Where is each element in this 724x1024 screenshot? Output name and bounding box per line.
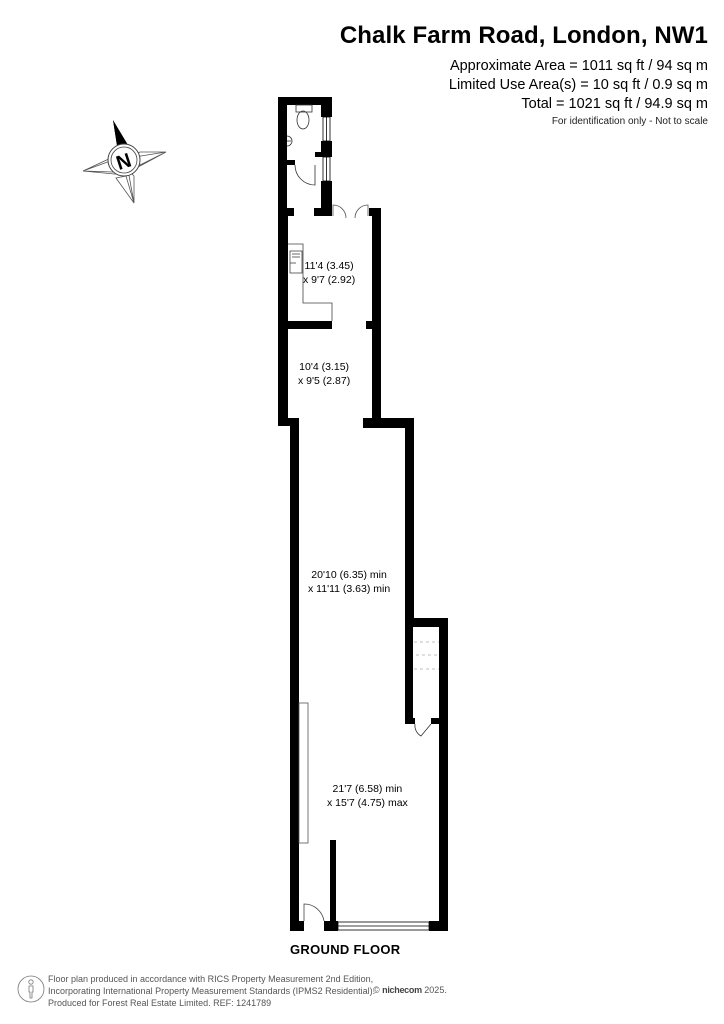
copyright-year: 2025. — [424, 985, 447, 995]
room-label-room-2: 10'4 (3.15) x 9'5 (2.87) — [298, 360, 350, 388]
footer-line-1: Floor plan produced in accordance with R… — [48, 974, 374, 984]
cupboard-door-swing — [414, 723, 432, 737]
room-dimension-length: 20'10 (6.35) min — [311, 569, 387, 581]
room-dimension-length: 21'7 (6.58) min — [332, 783, 403, 795]
scale-disclaimer: For identification only - Not to scale — [551, 116, 708, 127]
shelf-unit — [298, 702, 309, 844]
front-door-swing — [303, 903, 325, 922]
room-dimension-width: x 9'5 (2.87) — [298, 375, 351, 387]
footer-line-2: Incorporating International Property Mea… — [48, 986, 376, 996]
room-dimension-length: 11'4 (3.45) — [304, 260, 354, 272]
footer-text: Floor plan produced in accordance with R… — [48, 973, 375, 1009]
total-area: Total = 1021 sq ft / 94.9 sq m — [521, 96, 708, 112]
svg-text:N: N — [114, 149, 135, 174]
floor-label: GROUND FLOOR — [290, 942, 401, 957]
room-dimension-width: x 11'11 (3.63) min — [308, 583, 391, 595]
limited-use-area: Limited Use Area(s) = 10 sq ft / 0.9 sq … — [448, 77, 708, 93]
copyright-symbol: © — [373, 985, 380, 995]
wc-door-swing — [294, 164, 316, 186]
property-title: Chalk Farm Road, London, NW1 — [339, 22, 708, 49]
toilet-icon — [295, 104, 313, 130]
walls — [278, 97, 448, 931]
compass-north-icon: N — [82, 120, 167, 204]
kitchen-counter — [288, 243, 333, 321]
room-label-room-4: 21'7 (6.58) min x 15'7 (4.75) max — [327, 782, 408, 810]
room-dimension-width: x 15'7 (4.75) max — [327, 797, 408, 809]
stairs — [414, 641, 439, 670]
footer-line-3: Produced for Forest Real Estate Limited.… — [48, 998, 272, 1008]
footer-brand: © nichecom 2025. — [373, 985, 447, 995]
brand-name: nichecom — [382, 985, 422, 995]
room-label-room-3: 20'10 (6.35) min x 11'11 (3.63) min — [308, 568, 390, 596]
washbasin-icon — [286, 135, 293, 147]
windows — [322, 116, 430, 931]
approximate-area: Approximate Area = 1011 sq ft / 94 sq m — [449, 58, 708, 74]
room-label-kitchen: 11'4 (3.45) x 9'7 (2.92) — [303, 259, 355, 287]
room-dimension-length: 10'4 (3.15) — [299, 361, 350, 373]
person-info-icon — [17, 975, 45, 1003]
double-door-swing — [332, 204, 369, 219]
room-dimension-width: x 9'7 (2.92) — [303, 274, 356, 286]
